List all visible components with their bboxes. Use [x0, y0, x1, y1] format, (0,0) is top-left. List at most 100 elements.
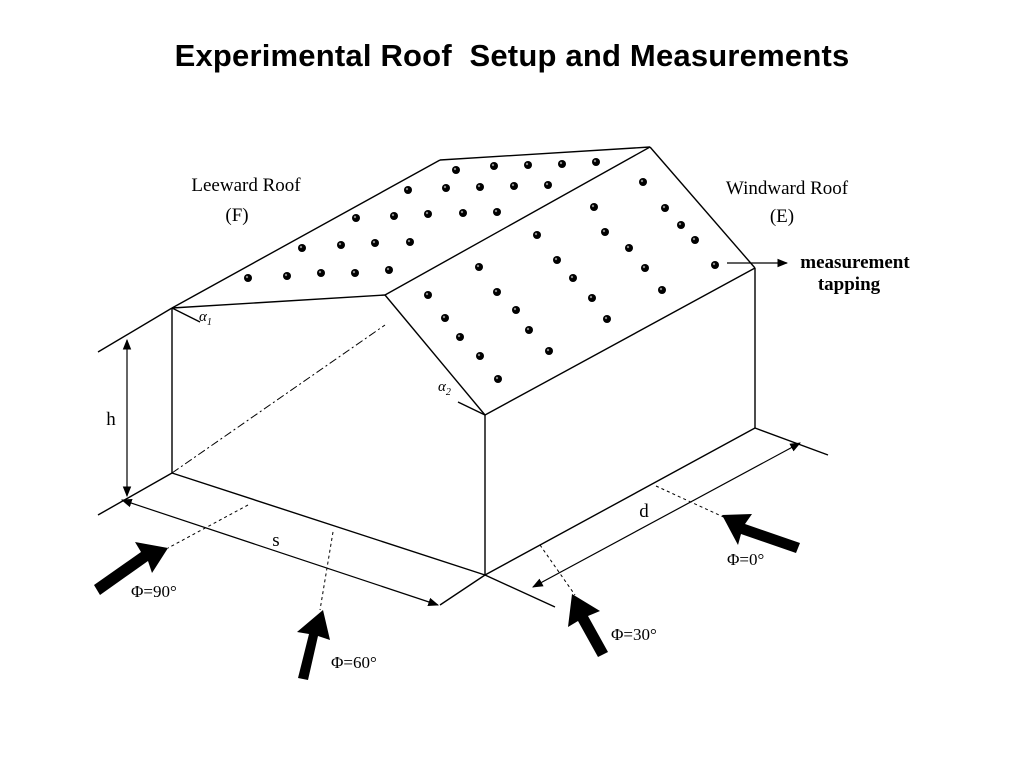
span-dimension: [120, 498, 440, 607]
tapping-dot: [603, 315, 611, 323]
depth-label: d: [639, 501, 649, 522]
tapping-dot-highlight: [593, 159, 597, 163]
tapping-dot: [590, 203, 598, 211]
tapping-dot-highlight: [525, 162, 529, 166]
tapping-dot-highlight: [640, 179, 644, 183]
wind-arrow-30: [568, 594, 608, 657]
ext-base-front: [439, 574, 486, 606]
tapping-dot-highlight: [477, 184, 481, 188]
ext-base-left: [97, 472, 173, 516]
tapping-dot-highlight: [662, 205, 666, 209]
tapping-dot: [452, 166, 460, 174]
tapping-dot: [317, 269, 325, 277]
height-label: h: [106, 409, 116, 430]
hidden-edges: [171, 324, 386, 474]
tapping-dot-highlight: [352, 270, 356, 274]
tapping-dot: [625, 244, 633, 252]
tapping-dot-highlight: [494, 209, 498, 213]
wind-label-90: Φ=90°: [131, 582, 177, 601]
wind-label-60: Φ=60°: [331, 653, 377, 672]
tapping-dot-highlight: [372, 240, 376, 244]
tapping-dot-highlight: [318, 270, 322, 274]
guide-30: [539, 544, 576, 596]
tapping-dot-highlight: [692, 237, 696, 241]
valley-line: [384, 146, 651, 296]
tapping-dot: [404, 186, 412, 194]
tapping-dot: [677, 221, 685, 229]
tapping-dot: [424, 291, 432, 299]
tapping-dot-highlight: [457, 334, 461, 338]
tapping-dot: [424, 210, 432, 218]
wind-label-30: Φ=30°: [611, 625, 657, 644]
leeward-roof-label: Leeward Roof: [191, 175, 301, 196]
tapping-dot: [592, 158, 600, 166]
page-title: Experimental Roof Setup and Measurements: [174, 38, 850, 73]
tapping-dot: [371, 239, 379, 247]
measurement-tappings: [244, 158, 719, 383]
tapping-dot-highlight: [405, 187, 409, 191]
tapping-dot: [385, 266, 393, 274]
tapping-dot-highlight: [659, 287, 663, 291]
tapping-dot-highlight: [391, 213, 395, 217]
tapping-dot: [493, 208, 501, 216]
tapping-dot-highlight: [495, 376, 499, 380]
tapping-dot: [456, 333, 464, 341]
tapping-dot: [337, 241, 345, 249]
measurement-label-2: tapping: [818, 274, 881, 295]
base-front-left: [171, 472, 486, 576]
tapping-dot: [352, 214, 360, 222]
windward-roof-code: (E): [770, 206, 794, 227]
tapping-dot: [406, 238, 414, 246]
tapping-dot-highlight: [338, 242, 342, 246]
tapping-dot: [441, 314, 449, 322]
left-ridge-edge: [171, 159, 441, 309]
alpha1-label: α1: [199, 309, 212, 328]
tapping-dot: [641, 264, 649, 272]
wind-arrow-90: [94, 542, 168, 595]
tapping-dot: [524, 161, 532, 169]
tapping-dot-highlight: [442, 315, 446, 319]
tapping-dot-highlight: [591, 204, 595, 208]
wind-label-0: Φ=0°: [727, 550, 764, 569]
tapping-dot-highlight: [299, 245, 303, 249]
tapping-dot: [512, 306, 520, 314]
tapping-dot: [475, 263, 483, 271]
tapping-dot: [553, 256, 561, 264]
tapping-dot-highlight: [534, 232, 538, 236]
tapping-dot-highlight: [554, 257, 558, 261]
tapping-dot: [601, 228, 609, 236]
tapping-dot-highlight: [386, 267, 390, 271]
tapping-dot: [545, 347, 553, 355]
wind-arrows: [94, 514, 800, 680]
tapping-dot: [476, 183, 484, 191]
building-outline: [97, 146, 829, 608]
tapping-dot-highlight: [589, 295, 593, 299]
tapping-dot-highlight: [453, 167, 457, 171]
tapping-dot-highlight: [602, 229, 606, 233]
tapping-dot-highlight: [460, 210, 464, 214]
tapping-dot: [510, 182, 518, 190]
tapping-dot-highlight: [678, 222, 682, 226]
tapping-dot-highlight: [513, 307, 517, 311]
tapping-dot-highlight: [712, 262, 716, 266]
tapping-dot: [558, 160, 566, 168]
tapping-dot: [544, 181, 552, 189]
leeward-roof-code: (F): [225, 205, 248, 226]
tapping-dot: [494, 375, 502, 383]
tapping-dot: [661, 204, 669, 212]
tapping-dot-highlight: [425, 211, 429, 215]
base-front-right: [484, 427, 756, 576]
wind-guides: [167, 485, 731, 611]
tapping-dot: [525, 326, 533, 334]
ridge-line: [439, 146, 651, 161]
tapping-dot: [691, 236, 699, 244]
tapping-dot: [390, 212, 398, 220]
tapping-dot-highlight: [425, 292, 429, 296]
tapping-dot-highlight: [476, 264, 480, 268]
ext-base-front-r: [484, 574, 556, 608]
tapping-dot-highlight: [559, 161, 563, 165]
tapping-dot-highlight: [443, 185, 447, 189]
tapping-dot-highlight: [546, 348, 550, 352]
tapping-dot: [490, 162, 498, 170]
